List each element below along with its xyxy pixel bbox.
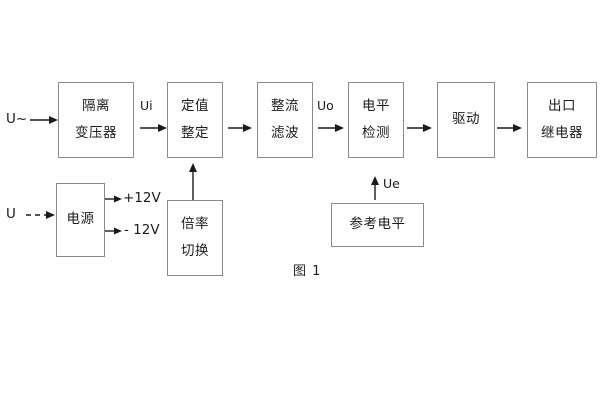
- arrow-power-supply-rail-negative: [105, 227, 122, 235]
- block-reference-level-line-1: 参考电平: [349, 216, 406, 233]
- label-rail-negative: - 12V: [124, 222, 160, 238]
- block-multiplier-switch-line-2: 切换: [181, 242, 209, 259]
- label-input-ac: U~: [6, 111, 28, 127]
- block-rectify-filter-line-2: 滤波: [271, 124, 299, 141]
- block-level-detect[interactable]: 电平 检测: [348, 82, 404, 158]
- arrow-level-detect-to-drive: [407, 124, 432, 132]
- block-setting-value[interactable]: 定值 整定: [167, 82, 223, 158]
- block-rectify-filter-line-1: 整流: [271, 98, 299, 114]
- block-power-supply-line-1: 电源: [66, 211, 95, 228]
- block-reference-level[interactable]: 参考电平: [331, 203, 424, 247]
- label-signal-ui: Ui: [140, 98, 153, 113]
- arrow-setting-value-to-rectify-filter: [228, 124, 252, 132]
- block-output-relay-line-1: 出口: [548, 98, 576, 114]
- block-isolation-transformer[interactable]: 隔离 变压器: [58, 82, 134, 158]
- label-rail-positive: +12V: [123, 190, 161, 206]
- figure-caption: 图 1: [293, 264, 322, 279]
- block-level-detect-line-2: 检测: [362, 124, 390, 141]
- block-output-relay-line-2: 继电器: [541, 124, 583, 141]
- arrow-power-supply-rail-positive: [105, 195, 122, 203]
- block-drive[interactable]: 驱动: [437, 82, 495, 158]
- arrow-drive-to-output-relay: [497, 124, 522, 132]
- arrow-isolation-transformer-to-setting-value: [140, 124, 167, 132]
- arrow-multiplier-switch-to-setting-value: [189, 163, 197, 200]
- block-power-supply[interactable]: 电源: [56, 183, 105, 257]
- label-input-dc: U: [6, 206, 16, 222]
- arrow-input-dc-to-power-supply: [26, 211, 55, 219]
- block-output-relay[interactable]: 出口 继电器: [527, 82, 597, 158]
- block-isolation-transformer-line-1: 隔离: [82, 98, 110, 114]
- block-setting-value-line-1: 定值: [181, 98, 209, 114]
- block-isolation-transformer-line-2: 变压器: [75, 124, 117, 141]
- block-setting-value-line-2: 整定: [181, 124, 209, 141]
- block-drive-line-1: 驱动: [452, 111, 480, 128]
- label-signal-ue: Ue: [383, 176, 400, 191]
- arrow-rectify-filter-to-level-detect: [318, 124, 344, 132]
- label-signal-uo: Uo: [317, 98, 334, 113]
- arrow-reference-level-to-level-detect: [371, 176, 379, 200]
- arrow-input-ac-to-isolation-transformer: [30, 116, 58, 124]
- block-level-detect-line-1: 电平: [362, 98, 390, 114]
- block-multiplier-switch-line-1: 倍率: [181, 216, 209, 232]
- block-rectify-filter[interactable]: 整流 滤波: [257, 82, 313, 158]
- block-multiplier-switch[interactable]: 倍率 切换: [167, 200, 223, 276]
